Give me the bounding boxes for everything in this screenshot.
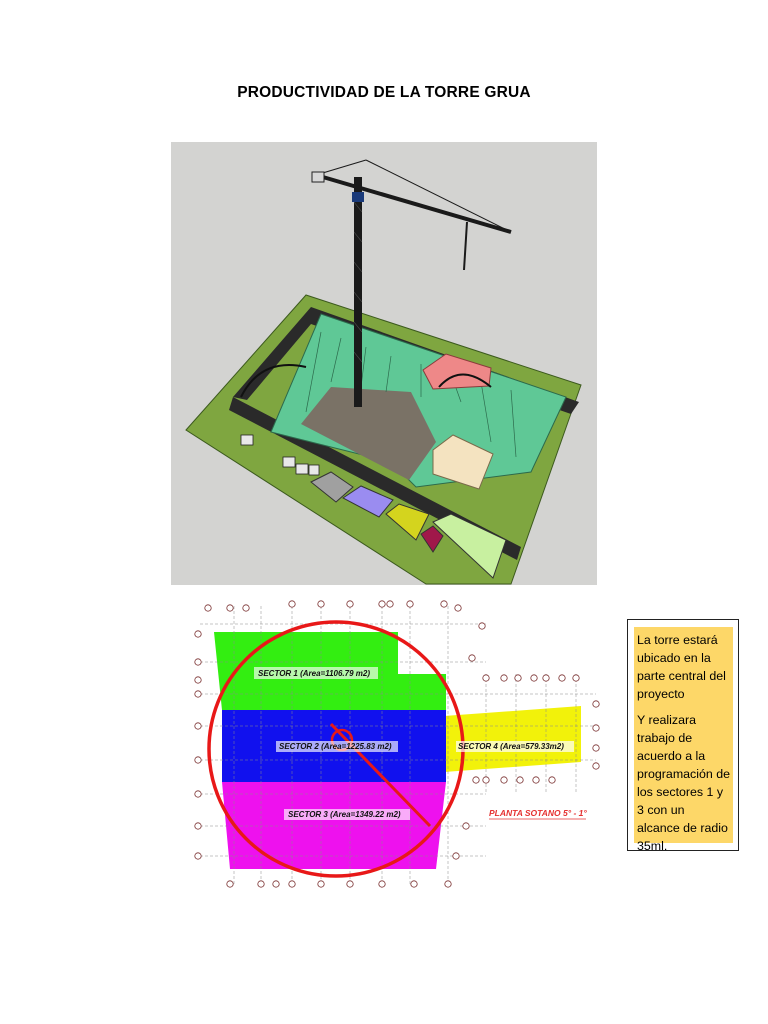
note-highlight: La torre estará ubicado en la parte cent… xyxy=(634,627,733,853)
sector-3-label: SECTOR 3 (Area=1349.22 m2) xyxy=(288,810,401,819)
note-paragraph-1: La torre estará ubicado en la parte cent… xyxy=(637,633,726,701)
page-title: PRODUCTIVIDAD DE LA TORRE GRUA xyxy=(237,84,531,101)
sector-4-area xyxy=(444,706,581,772)
sector-4-label: SECTOR 4 (Area=579.33m2) xyxy=(458,742,564,751)
plan-caption: PLANTA SOTANO 5° - 1° xyxy=(489,808,587,818)
sector-2-label: SECTOR 2 (Area=1225.83 m2) xyxy=(279,742,392,751)
crane-site-render xyxy=(171,142,597,585)
note-box: La torre estará ubicado en la parte cent… xyxy=(627,619,739,853)
sector-1-label: SECTOR 1 (Area=1106.79 m2) xyxy=(258,669,370,678)
basement-floor-plan: SECTOR 1 (Area=1106.79 m2) SECTOR 2 (Are… xyxy=(186,594,616,896)
note-paragraph-2: Y realizara trabajo de acuerdo a la prog… xyxy=(637,713,730,853)
sector-3-area xyxy=(222,782,446,869)
